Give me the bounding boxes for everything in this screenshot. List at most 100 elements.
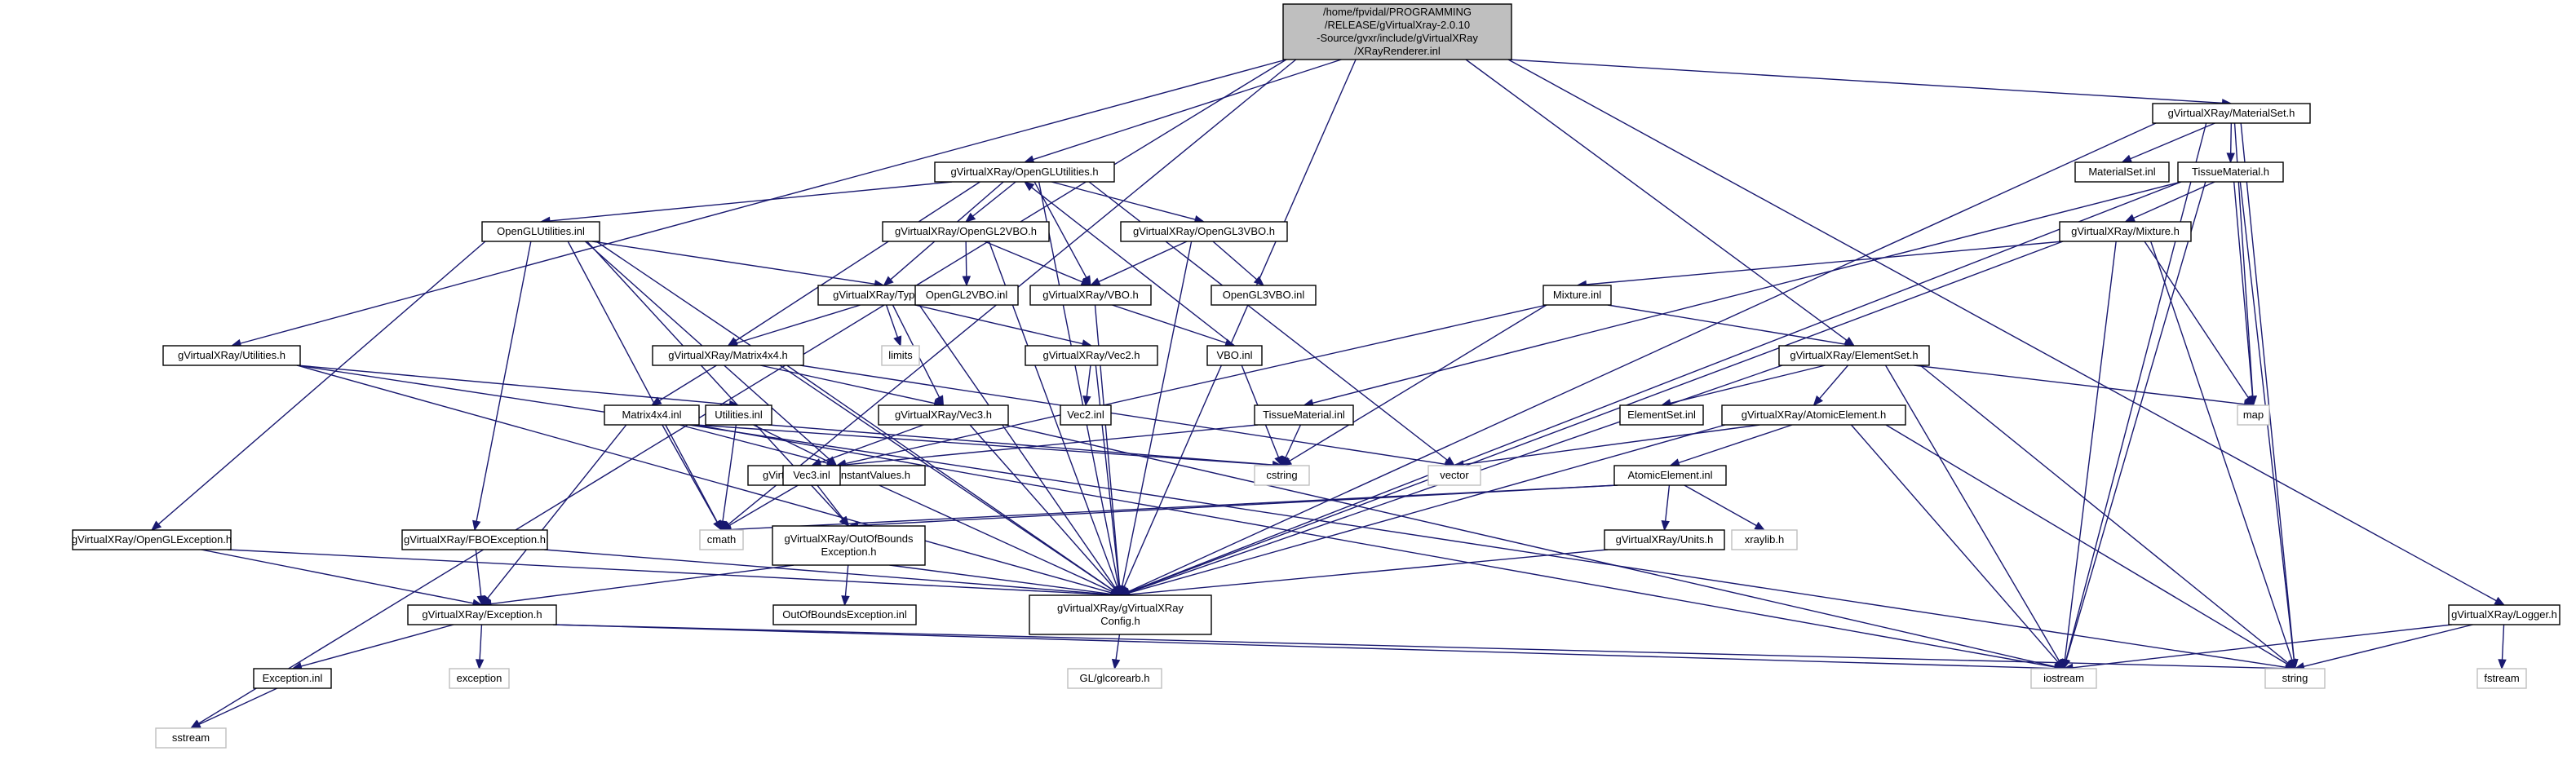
edge-logger_h-to-fstream bbox=[2501, 624, 2505, 661]
node-atomic_h[interactable]: gVirtualXRay/AtomicElement.h bbox=[1721, 404, 1906, 426]
node-oglutil_h[interactable]: gVirtualXRay/OpenGLUtilities.h bbox=[934, 161, 1115, 183]
edge-tissue_h-to-config_h bbox=[1128, 181, 2182, 593]
node-label-atomic_inl: AtomicElement.inl bbox=[1627, 469, 1712, 481]
node-exception_inl[interactable]: Exception.inl bbox=[253, 668, 332, 689]
node-label-oglutil_h: gVirtualXRay/OpenGLUtilities.h bbox=[950, 166, 1098, 178]
node-tissue_h[interactable]: TissueMaterial.h bbox=[2177, 161, 2284, 183]
node-label-string: string bbox=[2282, 672, 2308, 684]
node-root[interactable]: /home/fpvidal/PROGRAMMING/RELEASE/gVirtu… bbox=[1282, 3, 1512, 60]
node-box-vec3_h bbox=[878, 404, 1009, 426]
node-label-fbo_exc_h: gVirtualXRay/FBOException.h bbox=[404, 533, 546, 546]
node-label-ogl_exc_h: gVirtualXRay/OpenGLException.h bbox=[72, 533, 232, 546]
edge-matrix_h-to-matrix_inl bbox=[658, 365, 717, 401]
node-matset_h[interactable]: gVirtualXRay/MaterialSet.h bbox=[2152, 103, 2311, 124]
edge-mixture_h-to-string bbox=[2150, 241, 2293, 661]
arrowhead-utilities_inl-to-cmath bbox=[718, 519, 728, 532]
edge-vec2_h-to-config_h bbox=[1095, 365, 1121, 587]
node-label-oglutil_inl: OpenGLUtilities.inl bbox=[497, 225, 585, 237]
node-label-oob_exc_h: gVirtualXRay/OutOfBounds bbox=[784, 532, 914, 545]
node-vbo_inl[interactable]: VBO.inl bbox=[1206, 345, 1263, 366]
node-vec3_inl[interactable]: Vec3.inl bbox=[782, 465, 841, 486]
node-label-units_h: gVirtualXRay/Units.h bbox=[1616, 533, 1714, 546]
node-label-root: /XRayRenderer.inl bbox=[1354, 45, 1441, 57]
edge-vec3_h-to-config_h bbox=[969, 424, 1115, 590]
edge-atomic_h-to-iostream bbox=[1850, 424, 2059, 663]
edge-atomic_h-to-string bbox=[1885, 424, 2288, 665]
node-vec2_h[interactable]: gVirtualXRay/Vec2.h bbox=[1025, 345, 1158, 366]
node-box-sstream bbox=[155, 727, 227, 749]
edge-oglutil_inl-to-ogl_exc_h bbox=[157, 241, 486, 525]
edge-types_h-to-matrix_h bbox=[736, 304, 861, 344]
edge-tissue_inl-to-cstring bbox=[1285, 424, 1302, 458]
node-tissue_inl[interactable]: TissueMaterial.inl bbox=[1254, 404, 1354, 426]
node-elemset_inl[interactable]: ElementSet.inl bbox=[1619, 404, 1704, 426]
edge-oglutil_h-to-vbo_h bbox=[1033, 181, 1087, 278]
node-label-ogl3vbo_inl: OpenGL3VBO.inl bbox=[1223, 289, 1305, 301]
edge-tissue_inl-to-constvals_h bbox=[845, 424, 1259, 466]
node-cstring: cstring bbox=[1254, 465, 1310, 486]
node-box-ogl_exc_h bbox=[72, 529, 232, 550]
node-utilities_inl[interactable]: Utilities.inl bbox=[705, 404, 772, 426]
edge-tissue_h-to-iostream bbox=[2065, 181, 2206, 661]
edge-vec2_h-to-vec2_inl bbox=[1086, 365, 1091, 397]
node-label-matset_inl: MaterialSet.inl bbox=[2088, 166, 2155, 178]
arrowhead-oglutil_inl-to-ogl_exc_h bbox=[151, 520, 162, 531]
node-vbo_h[interactable]: gVirtualXRay/VBO.h bbox=[1029, 285, 1152, 306]
node-label-config_h: gVirtualXRay/gVirtualXRay bbox=[1057, 602, 1184, 614]
node-box-tissue_h bbox=[2177, 161, 2284, 183]
arrowhead-atomic_h-to-string bbox=[2284, 660, 2296, 669]
node-logger_h[interactable]: gVirtualXRay/Logger.h bbox=[2448, 604, 2561, 625]
edge-root-to-config_h bbox=[1123, 59, 1357, 588]
node-matrix_h[interactable]: gVirtualXRay/Matrix4x4.h bbox=[652, 345, 804, 366]
arrowhead-matset_h-to-tissue_h bbox=[2226, 152, 2235, 164]
edge-vec3_h-to-iostream bbox=[1004, 424, 2056, 668]
node-fstream: fstream bbox=[2476, 668, 2527, 689]
node-label-utilities_inl: Utilities.inl bbox=[715, 409, 763, 421]
node-matrix_inl[interactable]: Matrix4x4.inl bbox=[604, 404, 700, 426]
node-label-root: /RELEASE/gVirtualXray-2.0.10 bbox=[1325, 19, 1470, 31]
arrowhead-atomic_h-to-iostream bbox=[2054, 658, 2065, 669]
node-xraylib_h: xraylib.h bbox=[1731, 529, 1798, 550]
node-ogl3vbo_inl[interactable]: OpenGL3VBO.inl bbox=[1211, 285, 1317, 306]
node-oglutil_inl[interactable]: OpenGLUtilities.inl bbox=[481, 221, 600, 242]
edge-oob_exc_h-to-config_h bbox=[889, 564, 1112, 595]
node-label-vec2_h: gVirtualXRay/Vec2.h bbox=[1043, 349, 1140, 361]
node-box-xraylib_h bbox=[1731, 529, 1798, 550]
node-label-logger_h: gVirtualXRay/Logger.h bbox=[2451, 608, 2557, 621]
node-box-cmath bbox=[699, 529, 744, 550]
node-vec3_h[interactable]: gVirtualXRay/Vec3.h bbox=[878, 404, 1009, 426]
node-label-map: map bbox=[2243, 409, 2264, 421]
node-mixture_inl[interactable]: Mixture.inl bbox=[1543, 285, 1612, 306]
arrowhead-tissue_h-to-mixture_h bbox=[2124, 214, 2136, 223]
node-box-config_h bbox=[1029, 594, 1212, 635]
edge-matrix_h-to-vector bbox=[799, 365, 1446, 466]
node-utilities_h[interactable]: gVirtualXRay/Utilities.h bbox=[162, 345, 301, 366]
edge-mixture_h-to-iostream bbox=[2064, 241, 2117, 661]
node-oob_exc_h[interactable]: gVirtualXRay/OutOfBoundsException.h bbox=[772, 525, 926, 566]
node-box-cstring bbox=[1254, 465, 1310, 486]
edge-oglutil_h-to-config_h bbox=[1038, 181, 1120, 587]
node-label-ogl2vbo_inl: OpenGL2VBO.inl bbox=[926, 289, 1008, 301]
node-ogl2vbo_inl[interactable]: OpenGL2VBO.inl bbox=[914, 285, 1019, 306]
edge-matset_h-to-matset_inl bbox=[2130, 122, 2215, 160]
node-label-vec2_inl: Vec2.inl bbox=[1067, 409, 1104, 421]
node-units_h[interactable]: gVirtualXRay/Units.h bbox=[1604, 529, 1725, 550]
node-oob_exc_inl[interactable]: OutOfBoundsException.inl bbox=[772, 604, 917, 625]
node-ogl_exc_h[interactable]: gVirtualXRay/OpenGLException.h bbox=[72, 529, 232, 550]
node-fbo_exc_h[interactable]: gVirtualXRay/FBOException.h bbox=[401, 529, 548, 550]
node-matset_inl[interactable]: MaterialSet.inl bbox=[2074, 161, 2170, 183]
node-exception_h[interactable]: gVirtualXRay/Exception.h bbox=[407, 604, 557, 625]
node-mixture_h[interactable]: gVirtualXRay/Mixture.h bbox=[2059, 221, 2192, 242]
node-box-fstream bbox=[2476, 668, 2527, 689]
node-vector: vector bbox=[1427, 465, 1481, 486]
node-box-logger_h bbox=[2448, 604, 2561, 625]
node-vec2_inl[interactable]: Vec2.inl bbox=[1060, 404, 1112, 426]
node-atomic_inl[interactable]: AtomicElement.inl bbox=[1613, 465, 1727, 486]
node-ogl3vbo_h[interactable]: gVirtualXRay/OpenGL3VBO.h bbox=[1120, 221, 1288, 242]
edge-exception_inl-to-sstream bbox=[198, 687, 278, 726]
node-elemset_h[interactable]: gVirtualXRay/ElementSet.h bbox=[1778, 345, 1930, 366]
node-label-root: /home/fpvidal/PROGRAMMING bbox=[1323, 6, 1472, 18]
edge-tissue_h-to-tissue_inl bbox=[1312, 181, 2182, 404]
node-ogl2vbo_h[interactable]: gVirtualXRay/OpenGL2VBO.h bbox=[882, 221, 1050, 242]
